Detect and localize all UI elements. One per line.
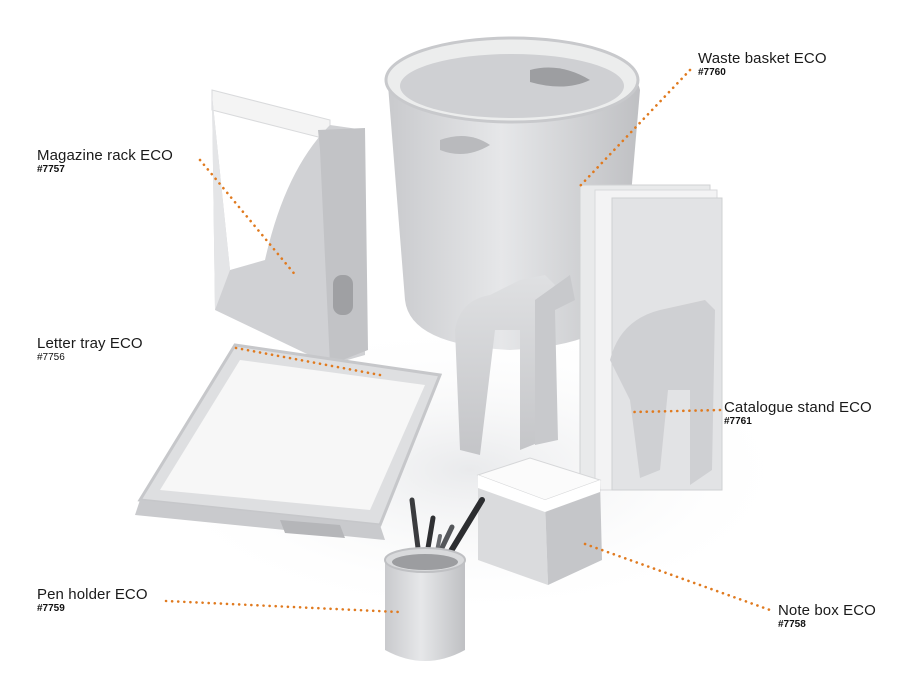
leader-note-box bbox=[583, 542, 772, 612]
product-name: Catalogue stand ECO bbox=[724, 399, 872, 416]
pen-holder-image bbox=[384, 497, 485, 661]
product-code: #7760 bbox=[698, 67, 726, 78]
callout-waste-basket: Waste basket ECO #7760 bbox=[698, 51, 827, 78]
leader-pen-holder bbox=[164, 599, 400, 614]
note-box-image bbox=[476, 457, 602, 585]
leader-magazine-rack bbox=[198, 158, 299, 279]
callout-magazine-rack: Magazine rack ECO #7757 bbox=[37, 148, 173, 175]
product-code: #7756 bbox=[37, 352, 65, 363]
product-name: Waste basket ECO bbox=[698, 50, 827, 67]
callout-note-box: Note box ECO #7758 bbox=[778, 603, 876, 630]
callout-catalogue-stand: Catalogue stand ECO #7761 bbox=[724, 400, 872, 427]
callout-pen-holder: Pen holder ECO #7759 bbox=[37, 587, 148, 614]
product-name: Note box ECO bbox=[778, 602, 876, 619]
leader-waste-basket bbox=[578, 68, 692, 188]
waste-basket-image bbox=[384, 36, 640, 350]
product-name: Pen holder ECO bbox=[37, 586, 148, 603]
product-name: Letter tray ECO bbox=[37, 335, 143, 352]
product-code: #7761 bbox=[724, 416, 752, 427]
product-code: #7757 bbox=[37, 164, 65, 175]
callout-letter-tray: Letter tray ECO #7756 bbox=[37, 336, 143, 363]
leader-catalogue-stand bbox=[632, 408, 722, 414]
leader-lines bbox=[164, 68, 772, 614]
product-name: Magazine rack ECO bbox=[37, 147, 173, 164]
catalogue-stand-image bbox=[455, 184, 723, 491]
letter-tray-image bbox=[135, 343, 443, 540]
product-code: #7759 bbox=[37, 603, 65, 614]
magazine-rack-image bbox=[211, 89, 368, 365]
product-code: #7758 bbox=[778, 619, 806, 630]
leader-letter-tray bbox=[234, 346, 382, 377]
